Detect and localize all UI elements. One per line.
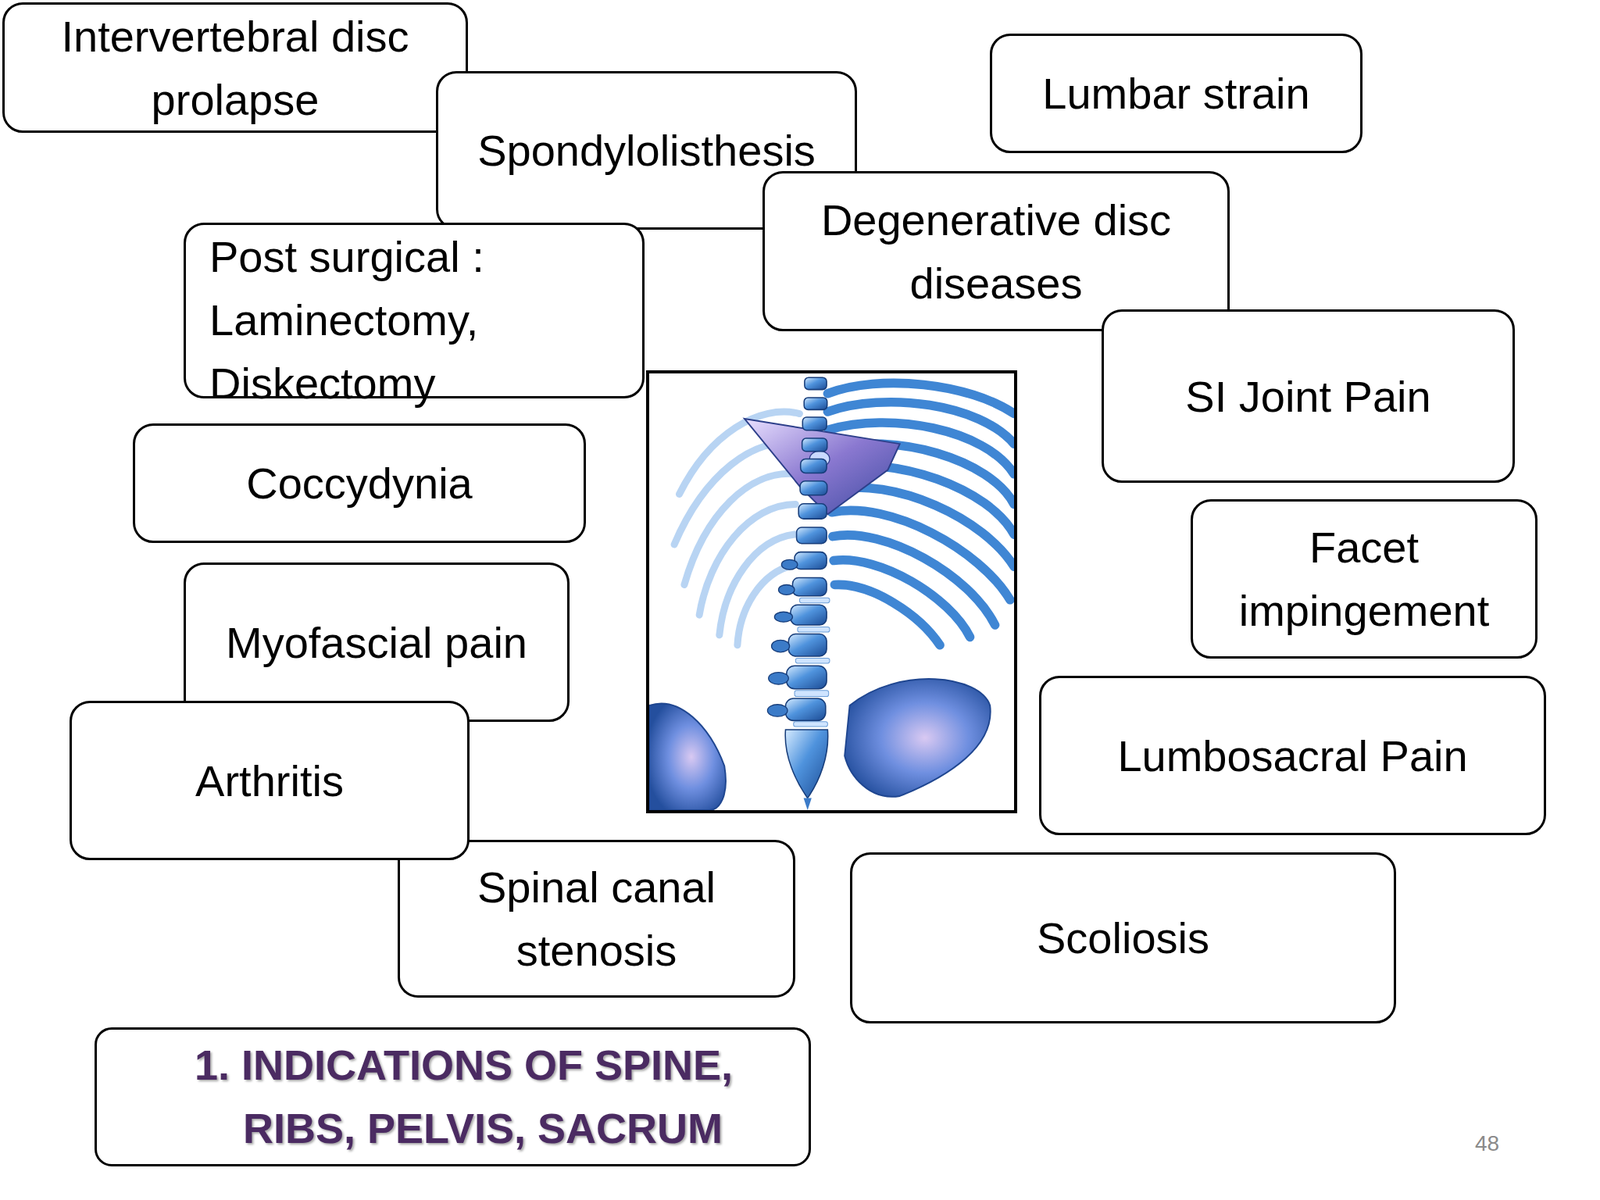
vertebra <box>788 634 827 657</box>
rib <box>833 560 970 638</box>
disc <box>794 690 829 697</box>
spinous-process <box>781 559 798 570</box>
title-box: 1. INDICATIONS OF SPINE, RIBS, PELVIS, S… <box>94 1027 811 1167</box>
indication-text: Scoliosis <box>864 906 1382 970</box>
indication-text: Myofascial pain <box>198 610 555 675</box>
coccyx <box>803 798 812 811</box>
vertebra <box>790 604 827 625</box>
indication-box: Scoliosis <box>850 852 1397 1024</box>
intervertebral-discs <box>793 597 830 727</box>
indication-box: Degenerative disc diseases <box>762 171 1230 332</box>
disc <box>797 627 830 633</box>
indication-text: Spinal canal stenosis <box>412 855 781 983</box>
indication-box: Lumbosacral Pain <box>1039 675 1547 836</box>
vertebra <box>800 481 828 496</box>
spinous-process <box>774 611 793 622</box>
spinous-process <box>771 639 790 652</box>
indication-text: Arthritis <box>84 749 455 813</box>
rib <box>834 584 940 645</box>
disc <box>793 721 829 727</box>
indication-text: SI Joint Pain <box>1116 364 1500 429</box>
indication-text: Intervertebral disc prolapse <box>17 4 454 132</box>
vertebra <box>802 438 828 452</box>
slide-title: 1. INDICATIONS OF SPINE, RIBS, PELVIS, S… <box>96 1033 809 1161</box>
vertebra <box>804 377 827 390</box>
indication-text: Lumbosacral Pain <box>1053 724 1532 788</box>
indication-text: Facet impingement <box>1205 515 1523 643</box>
rib-cage-front <box>827 382 1015 645</box>
indication-box: Facet impingement <box>1190 499 1538 659</box>
vertebra <box>786 665 827 690</box>
indication-box: Intervertebral disc prolapse <box>2 2 468 133</box>
indication-box: Coccydynia <box>132 423 586 543</box>
indication-text: Degenerative disc diseases <box>777 188 1215 315</box>
spinous-process <box>778 584 796 595</box>
vertebra <box>802 417 827 431</box>
sacrum <box>785 729 828 799</box>
spine-illustration <box>649 373 1015 811</box>
vertebra <box>785 698 825 721</box>
spinous-processes <box>767 559 797 717</box>
rib <box>737 564 795 646</box>
indication-text: Lumbar strain <box>1004 61 1348 125</box>
indication-box: Spinal canal stenosis <box>397 839 796 998</box>
vertebra <box>803 397 828 410</box>
indication-box: SI Joint Pain <box>1101 309 1515 483</box>
disc <box>795 658 830 664</box>
indication-text: Coccydynia <box>147 451 572 515</box>
indication-box: Myofascial pain <box>183 562 570 722</box>
indication-box: Arthritis <box>69 700 470 861</box>
disc <box>799 597 829 603</box>
vertebra <box>796 527 827 544</box>
vertebra <box>800 458 827 473</box>
scapula <box>744 418 900 515</box>
vertebra <box>798 503 827 519</box>
spinous-process <box>768 672 790 685</box>
right-ilium <box>844 678 991 797</box>
page-number: 48 <box>1475 1131 1500 1157</box>
spinous-process <box>767 704 788 717</box>
indication-box: Post surgical : Laminectomy, Diskectomy <box>183 222 645 399</box>
spine-illustration-frame <box>646 370 1018 814</box>
vertebral-column <box>785 377 827 721</box>
indication-box: Lumbar strain <box>989 33 1363 154</box>
indication-text: Post surgical : Laminectomy, Diskectomy <box>209 225 630 415</box>
left-ilium <box>649 703 726 811</box>
vertebra <box>792 577 827 596</box>
vertebra <box>794 552 827 570</box>
